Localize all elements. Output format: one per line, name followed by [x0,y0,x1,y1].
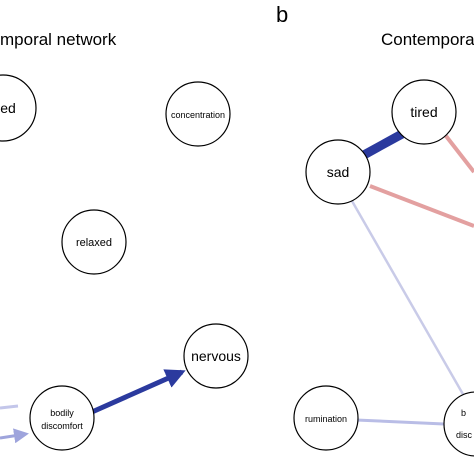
node-nervous: nervous [183,323,249,389]
node-tired-label: tired [410,104,437,120]
node-rumination-label: rumination [305,414,347,424]
edge-bodily-discomfort-to-nervous [90,369,186,415]
edge-rumination-bodily-discomfort [355,418,445,426]
edge-sad-bodily-discomfort [350,200,466,397]
edge-sad-offscreen [369,184,474,228]
node-sad: sad [305,139,371,205]
node-sad-label: sad [327,164,350,180]
node-bodily-discomfort-label-1: bodily [50,408,74,418]
panel-a: mporal network ed concentration relaxed … [0,30,249,451]
panel-a-title: mporal network [0,30,117,49]
panel-b: b Contemporar tired sad rumination b dis… [276,2,474,457]
node-relaxed: relaxed [61,209,127,275]
node-tired: tired [391,79,457,145]
node-rumination: rumination [293,385,359,451]
panel-b-letter: b [276,2,288,27]
edge-offscreen-to-bodily-discomfort-upper [0,404,19,410]
node-cut-label-1: b [461,408,466,418]
node-tired-cut-label: ed [0,100,16,116]
node-relaxed-label: relaxed [76,237,112,249]
node-concentration: concentration [165,81,231,147]
node-bodily-discomfort: bodily discomfort [29,385,95,451]
node-nervous-label: nervous [191,348,241,364]
node-concentration-label: concentration [171,110,225,120]
node-bodily-discomfort-label-2: discomfort [41,421,83,431]
node-tired-cut: ed [0,74,37,142]
edge-offscreen-to-bodily-discomfort-lower [0,428,29,444]
node-bodily-discomfort-cut: b disc [443,391,474,457]
edge-tired-offscreen [444,134,474,174]
edge-sad-tired [359,130,405,160]
panel-b-title: Contemporar [381,30,474,49]
node-cut-label-2: disc [456,430,473,440]
